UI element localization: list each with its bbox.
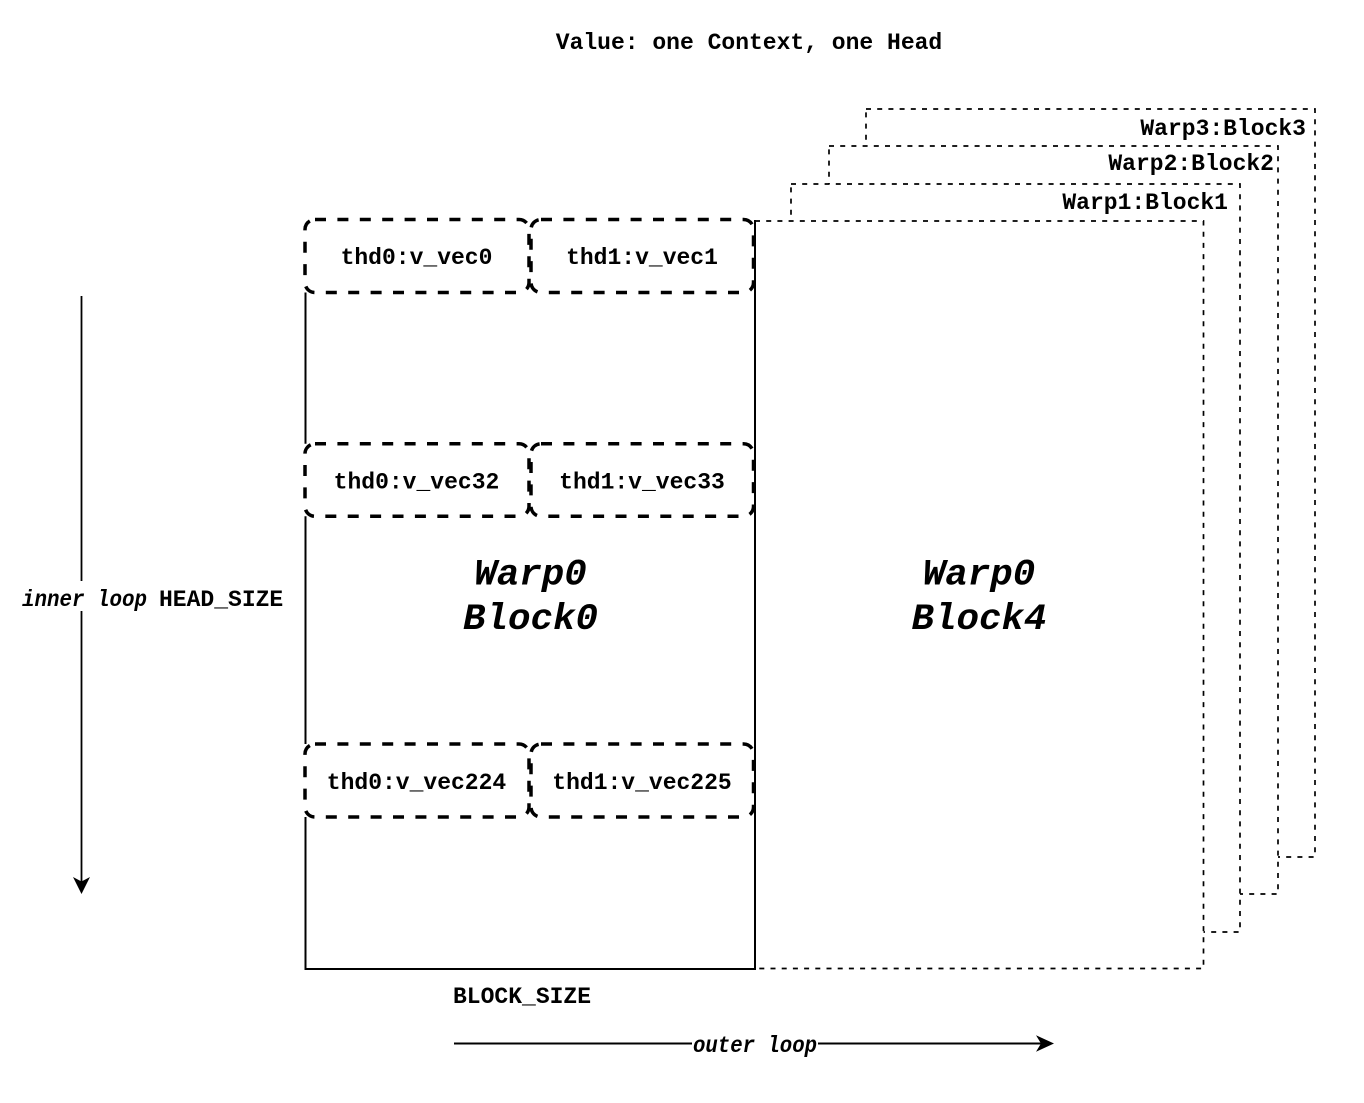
svg-text:Warp3:Block3: Warp3:Block3	[1140, 116, 1306, 142]
svg-text:BLOCK_SIZE: BLOCK_SIZE	[453, 984, 591, 1010]
svg-text:HEAD_SIZE: HEAD_SIZE	[159, 587, 283, 613]
svg-text:Warp0: Warp0	[923, 555, 1036, 597]
svg-text:thd0:v_vec224: thd0:v_vec224	[327, 770, 507, 796]
svg-text:thd1:v_vec33: thd1:v_vec33	[559, 470, 725, 496]
svg-text:Warp1:Block1: Warp1:Block1	[1062, 190, 1228, 216]
svg-text:thd1:v_vec225: thd1:v_vec225	[552, 770, 731, 796]
svg-text:thd0:v_vec32: thd0:v_vec32	[334, 470, 500, 496]
svg-text:thd0:v_vec0: thd0:v_vec0	[341, 245, 493, 271]
svg-text:thd1:v_vec1: thd1:v_vec1	[566, 245, 718, 271]
svg-text:Value: one Context, one Head: Value: one Context, one Head	[556, 30, 942, 56]
svg-text:Warp0: Warp0	[474, 555, 587, 597]
svg-text:outer loop: outer loop	[693, 1033, 817, 1059]
svg-text:Block0: Block0	[463, 599, 598, 641]
svg-text:inner loop: inner loop	[22, 587, 147, 613]
svg-text:Warp2:Block2: Warp2:Block2	[1108, 151, 1274, 177]
svg-text:Block4: Block4	[911, 599, 1046, 641]
